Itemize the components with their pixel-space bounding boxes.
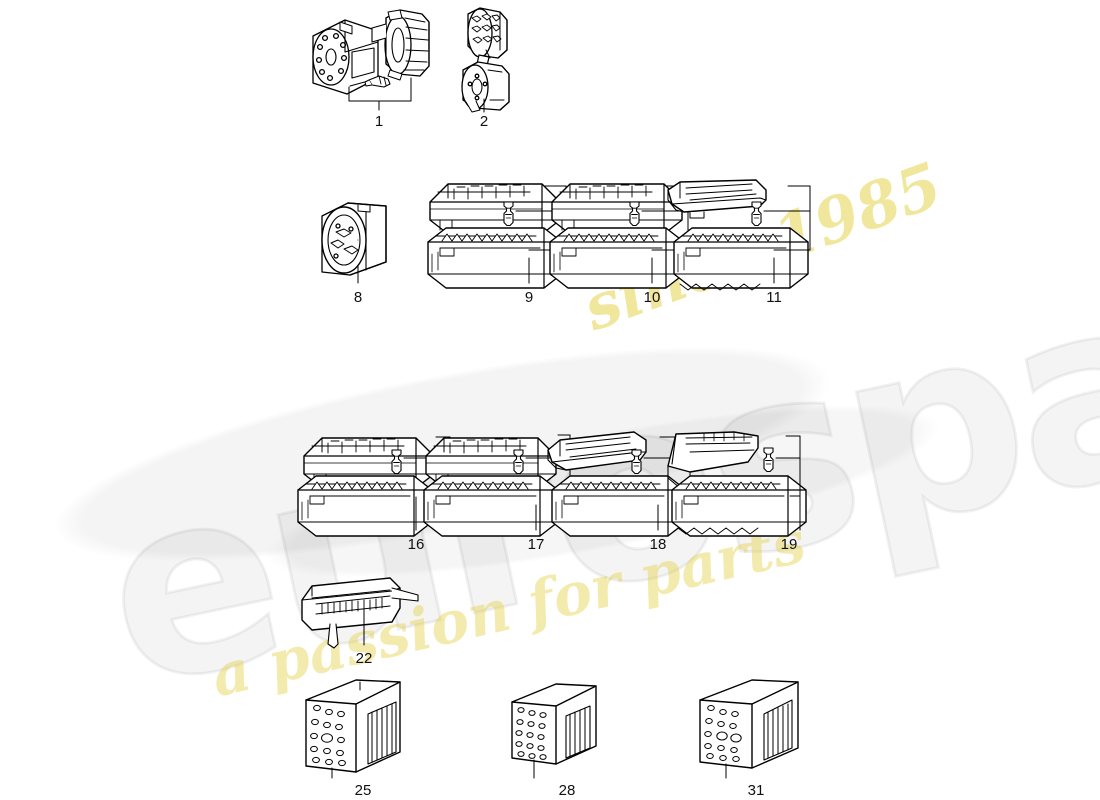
part-8-cylindrical-connector [321, 202, 387, 279]
part-11-hinged-housing [667, 179, 811, 291]
part-label-9: 9 [524, 289, 534, 306]
part-label-25: 25 [354, 782, 372, 799]
part-label-18: 18 [649, 536, 667, 553]
part-2-assembly [461, 7, 510, 113]
part-10-two-part-housing [549, 183, 691, 289]
part-25-block-connector [305, 679, 401, 779]
part-label-11: 11 [766, 289, 782, 306]
part-label-19: 19 [780, 536, 798, 553]
part-label-2: 2 [479, 113, 489, 130]
part-label-16: 16 [407, 536, 425, 553]
part-9-two-part-housing [427, 183, 567, 289]
part-label-10: 10 [643, 289, 661, 306]
part-label-8: 8 [353, 289, 363, 306]
part-label-22: 22 [355, 650, 373, 667]
part-1-assembly [312, 9, 430, 111]
part-28-block-connector [511, 683, 597, 779]
part-label-31: 31 [747, 782, 765, 799]
part-label-28: 28 [558, 782, 576, 799]
part-19-hinged-open-housing [667, 431, 807, 537]
part-label-17: 17 [527, 536, 545, 553]
part-label-1: 1 [374, 113, 384, 130]
part-18-hinged-housing [547, 431, 691, 537]
part-22-strip-connector [301, 577, 419, 649]
part-31-block-connector [699, 679, 799, 779]
